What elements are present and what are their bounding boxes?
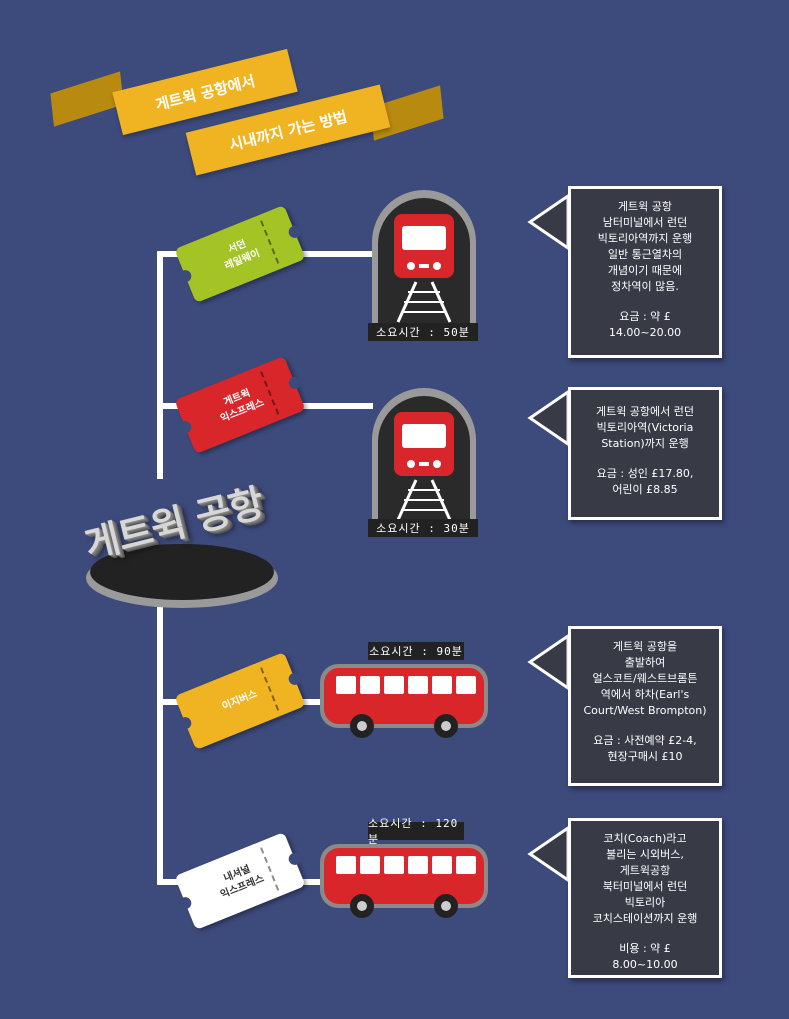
duration-label: 소요시간 : 90분: [368, 642, 464, 660]
route-description: 게트윅 공항을 출발하여 얼스코트/웨스트브롬튼 역에서 하차(Earl's C…: [583, 640, 707, 717]
route-description: 게트윅 공항 남터미널에서 런던 빅토리아역까지 운행 일반 통근열차의 개념이…: [597, 200, 693, 293]
hub-platform: [86, 544, 278, 608]
route-fare: 요금 : 약 £ 14.00~20.00: [608, 310, 682, 339]
bus-icon: [320, 844, 488, 918]
route-description: 코치(Coach)라고 불리는 시외버스, 게트윅공항 북터미널에서 런던 빅토…: [592, 832, 698, 925]
route-fare: 요금 : 사전예약 £2-4, 현장구매시 £10: [593, 734, 697, 763]
info-box-easybus: 게트윅 공항을 출발하여 얼스코트/웨스트브롬튼 역에서 하차(Earl's C…: [568, 626, 722, 786]
duration-label: 소요시간 : 30분: [368, 519, 478, 537]
duration-label: 소요시간 : 50분: [368, 323, 478, 341]
route-fare: 요금 : 성인 £17.80, 어린이 £8.85: [596, 467, 694, 496]
info-box-southern-railway: 게트윅 공항 남터미널에서 런던 빅토리아역까지 운행 일반 통근열차의 개념이…: [568, 186, 722, 358]
route-fare: 비용 : 약 £ 8.00~10.00: [612, 942, 678, 971]
train-icon: [372, 190, 476, 332]
route-description: 게트윅 공항에서 런던 빅토리아역(Victoria Station)까지 운행: [595, 405, 695, 450]
bus-icon: [320, 664, 488, 738]
duration-label: 소요시간 : 120분: [368, 817, 464, 846]
train-icon: [372, 388, 476, 530]
info-box-gatwick-express: 게트윅 공항에서 런던 빅토리아역(Victoria Station)까지 운행…: [568, 387, 722, 520]
info-box-national-express: 코치(Coach)라고 불리는 시외버스, 게트윅공항 북터미널에서 런던 빅토…: [568, 818, 722, 978]
